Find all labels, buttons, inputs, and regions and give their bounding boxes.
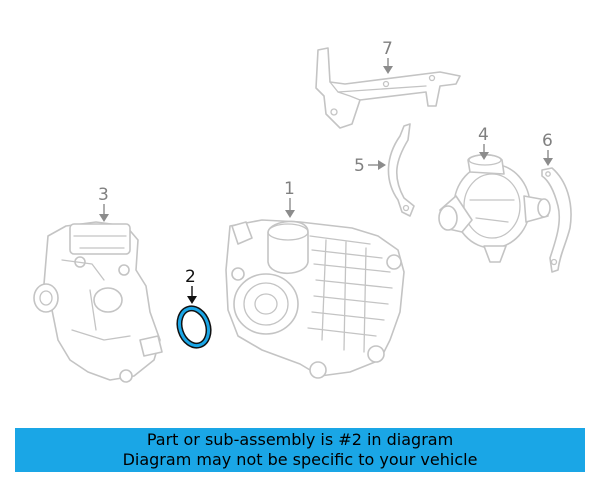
part-1-housing xyxy=(225,219,405,379)
part-4-pump xyxy=(438,153,551,263)
part-5-strap xyxy=(387,123,415,217)
part-6-strap xyxy=(541,167,572,273)
callout-label-5: 5 xyxy=(354,156,365,176)
part-7-bracket xyxy=(315,47,461,129)
callout-2: 2 xyxy=(185,267,197,304)
callout-label-7: 7 xyxy=(382,39,393,59)
callout-4: 4 xyxy=(478,125,489,160)
banner-line-part-number: Part or sub-assembly is #2 in diagram xyxy=(146,430,454,449)
callout-1: 1 xyxy=(284,179,295,218)
callout-label-3: 3 xyxy=(98,185,109,205)
callout-label-2: 2 xyxy=(185,267,196,287)
callout-5: 5 xyxy=(354,156,386,176)
banner-line-disclaimer: Diagram may not be specific to your vehi… xyxy=(122,450,478,469)
part-3-valve-assembly xyxy=(33,221,163,383)
callout-7: 7 xyxy=(382,39,393,74)
callout-3: 3 xyxy=(98,185,109,222)
callout-label-4: 4 xyxy=(478,125,489,145)
callout-label-6: 6 xyxy=(542,131,553,151)
callout-6: 6 xyxy=(542,131,553,166)
info-banner: Part or sub-assembly is #2 in diagram Di… xyxy=(15,428,585,472)
parts-diagram: 1 2 3 4 5 6 7 xyxy=(33,39,572,383)
callout-label-1: 1 xyxy=(284,179,295,199)
part-2-gasket xyxy=(176,305,212,349)
